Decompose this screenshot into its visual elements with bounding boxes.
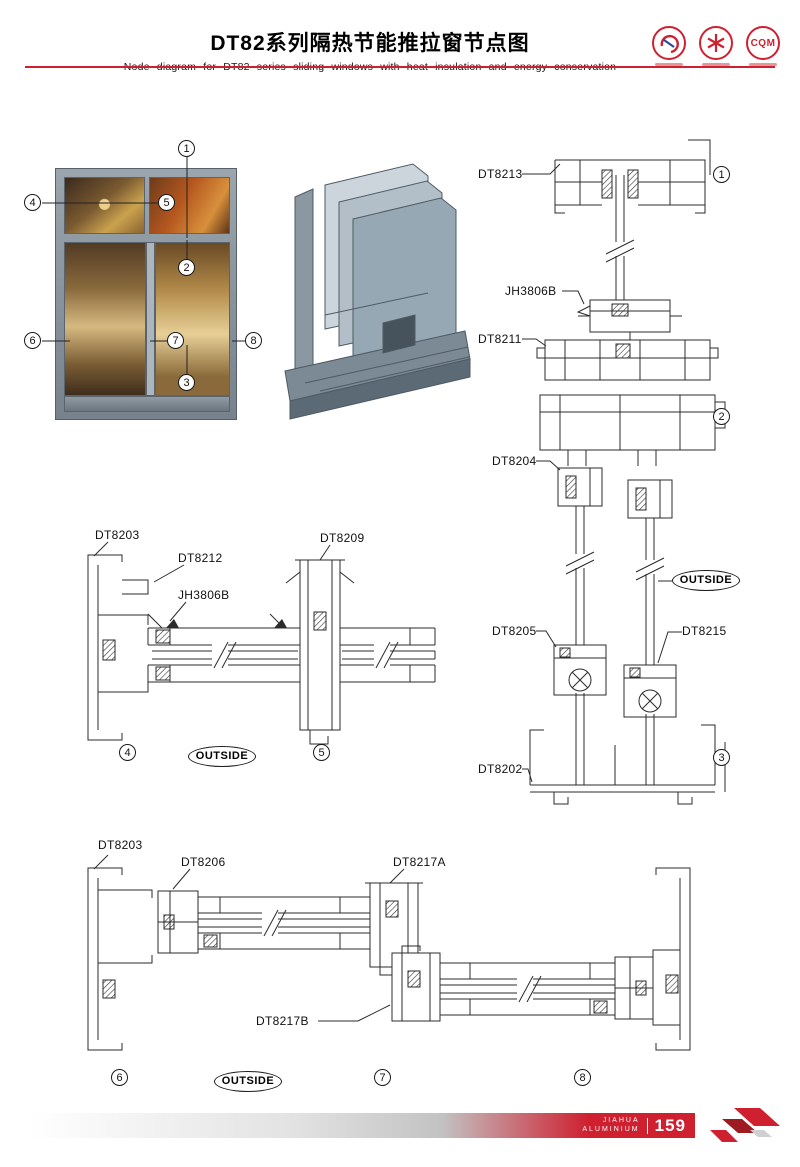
- profile-3d-render: [284, 163, 471, 420]
- label-dt8202: DT8202: [478, 762, 523, 776]
- section-callout-7: 7: [374, 1069, 391, 1086]
- label-dt8203-mid: DT8203: [95, 528, 140, 542]
- bottom-section-drawing: [87, 854, 691, 1051]
- section-callout-6: 6: [111, 1069, 128, 1086]
- footer-page-number: 159: [654, 1115, 686, 1135]
- label-dt8209: DT8209: [320, 531, 365, 545]
- header-divider: [25, 66, 775, 68]
- label-jh3806b-mid: JH3806B: [178, 588, 230, 602]
- photo-pane-bottom-left: [64, 242, 146, 396]
- cert-logo-2-star-icon: [699, 26, 733, 60]
- section-callout-3: 3: [713, 749, 730, 766]
- callout-4: 4: [24, 194, 41, 211]
- window-photo: [55, 168, 237, 420]
- callout-7: 7: [167, 332, 184, 349]
- cert-logo-2: [699, 26, 733, 66]
- label-dt8217b: DT8217B: [256, 1014, 309, 1028]
- section-callout-1: 1: [713, 166, 730, 183]
- cqm-logo: CQM: [746, 26, 780, 66]
- label-dt8205: DT8205: [492, 624, 537, 638]
- mid-section-drawing: [87, 541, 436, 745]
- label-dt8215: DT8215: [682, 624, 727, 638]
- photo-callout-lines: [42, 154, 246, 378]
- cqm-logo-icon: CQM: [746, 26, 780, 60]
- callout-5: 5: [158, 194, 175, 211]
- outside-badge-right: OUTSIDE: [672, 570, 740, 591]
- outside-badge-bottom: OUTSIDE: [214, 1071, 282, 1092]
- cert-logo-1-caption: [655, 63, 683, 66]
- vertical-section-drawing: [522, 139, 726, 805]
- section-callout-4: 4: [119, 744, 136, 761]
- page-title: DT82系列隔热节能推拉窗节点图: [210, 32, 530, 55]
- callout-2: 2: [178, 259, 195, 276]
- label-dt8203-bottom: DT8203: [98, 838, 143, 852]
- callout-8: 8: [245, 332, 262, 349]
- label-jh3806b-right: JH3806B: [505, 284, 557, 298]
- label-dt8212: DT8212: [178, 551, 223, 565]
- callout-1: 1: [178, 140, 195, 157]
- footer-brand-logo-icon: [710, 1108, 780, 1142]
- photo-sash-stile: [146, 242, 155, 396]
- cert-logo-2-caption: [702, 63, 730, 66]
- label-dt8213: DT8213: [478, 167, 523, 181]
- cqm-logo-caption: [749, 63, 777, 66]
- section-callout-2: 2: [713, 408, 730, 425]
- section-callout-5: 5: [313, 744, 330, 761]
- label-dt8211: DT8211: [478, 332, 522, 346]
- photo-pane-top-left: [64, 177, 145, 234]
- photo-bottom-track: [64, 396, 230, 412]
- label-dt8217a: DT8217A: [393, 855, 446, 869]
- cert-logo-1: [652, 26, 686, 66]
- outside-badge-mid: OUTSIDE: [188, 746, 256, 767]
- callout-6: 6: [24, 332, 41, 349]
- footer-divider: [646, 1117, 648, 1134]
- footer-text: JIAHUA ALUMINIUM 159: [582, 1116, 686, 1136]
- label-dt8204: DT8204: [492, 454, 537, 468]
- callout-3: 3: [178, 374, 195, 391]
- cqm-logo-label: CQM: [750, 37, 776, 49]
- cert-logo-1-icon: [652, 26, 686, 60]
- footer-brand: JIAHUA ALUMINIUM: [582, 1117, 639, 1135]
- section-callout-8: 8: [574, 1069, 591, 1086]
- footer-brand-bottom: ALUMINIUM: [582, 1125, 640, 1133]
- label-dt8206: DT8206: [181, 855, 226, 869]
- cert-logos: CQM: [652, 26, 780, 66]
- footer-brand-top: JIAHUA: [602, 1116, 640, 1124]
- footer-bar: JIAHUA ALUMINIUM 159: [30, 1113, 695, 1138]
